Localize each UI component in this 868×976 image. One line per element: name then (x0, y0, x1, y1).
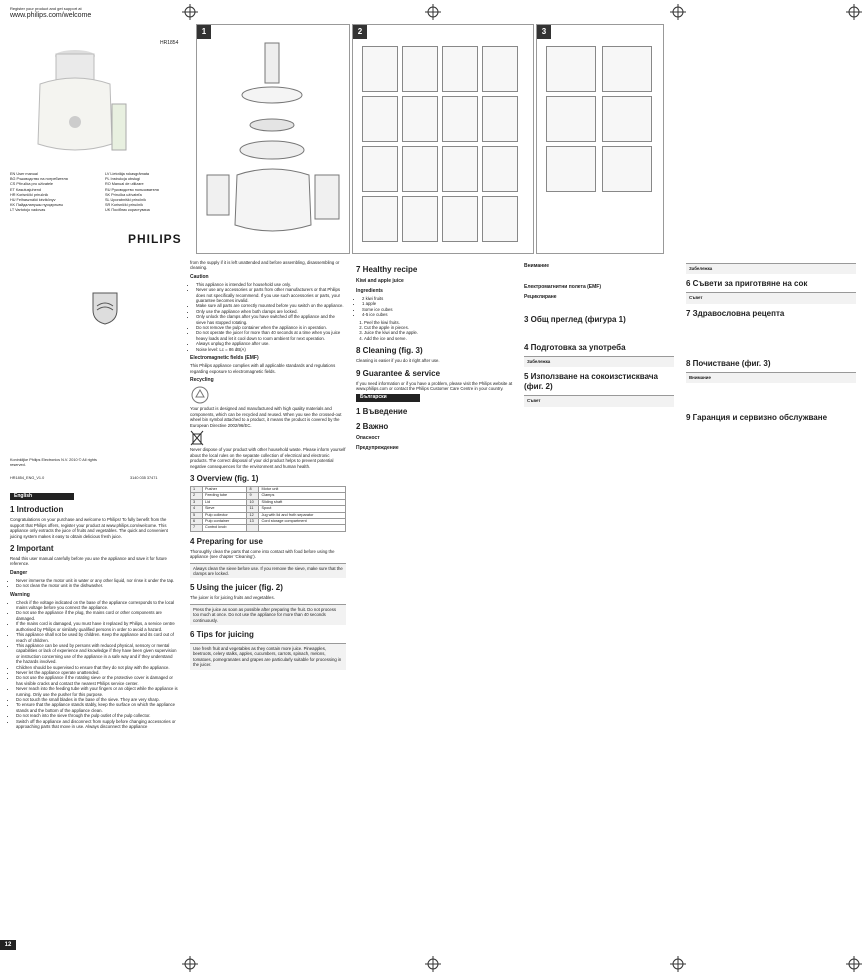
fig2-step (362, 196, 398, 242)
section-title: 3 Overview (fig. 1) (190, 473, 259, 483)
language-tab-bulgarian: Български (356, 394, 420, 402)
step-badge-1: 1 (197, 25, 211, 39)
ingredients-list: 2 kiwi fruits1 appleSome ice cubes4-5 ic… (356, 296, 516, 318)
danger-list: Never immerse the motor unit in water or… (10, 578, 178, 589)
note-box: Press the juice as soon as possible afte… (190, 603, 346, 626)
exploded-view-drawing (206, 42, 340, 232)
fig2-step (482, 96, 518, 142)
warning-list: Check if the voltage indicated on the ba… (10, 600, 178, 730)
fig2-step (402, 196, 438, 242)
section-title: 7 Healthy recipe (356, 265, 418, 274)
cover-header: Register your product and get support at… (10, 6, 190, 20)
fig2-step (402, 96, 438, 142)
page-number: 12 (0, 940, 16, 950)
register-line: Register your product and get support at (10, 6, 82, 11)
section-title: 7 Здравословна рецепта (686, 308, 785, 318)
note-box: Съвет (686, 292, 856, 304)
section-title: 4 Preparing for use (190, 536, 263, 546)
model-code: HR1854_ENG_V1.0 (10, 476, 45, 480)
crosshair-icon (846, 4, 862, 20)
note-box: Внимание (686, 371, 856, 384)
figure-1-frame (196, 24, 350, 254)
fig2-step (482, 196, 518, 242)
fig2-step (362, 146, 398, 192)
brand-logo: PHILIPS (128, 232, 182, 246)
fig2-step (442, 46, 478, 92)
fig2-step (482, 146, 518, 192)
fig2-step (442, 96, 478, 142)
section-title: 3 Общ преглед (фигура 1) (524, 315, 626, 324)
section-title: 5 Using the juicer (fig. 2) (190, 583, 283, 593)
philips-shield-icon (92, 292, 118, 325)
fig3-step (602, 146, 652, 192)
section-title: 5 Използване на сокоизстисквача (фиг. 2) (524, 372, 658, 392)
step-badge-2: 2 (353, 25, 367, 39)
recycle-icon (191, 386, 209, 404)
note-box: Забележка (524, 356, 674, 368)
section-title: 1 Introduction (10, 505, 64, 515)
section-title: 8 Почистване (фиг. 3) (686, 358, 771, 368)
fig2-step (402, 46, 438, 92)
fig3-step (602, 96, 652, 142)
fig3-step (602, 46, 652, 92)
section-title: 6 Tips for juicing (190, 630, 254, 640)
section-title: 2 Важно (356, 421, 389, 431)
welcome-url: www.philips.com/welcome (10, 12, 92, 20)
crosshair-icon (670, 956, 686, 972)
section-title: 1 Въведение (356, 406, 408, 416)
bulgarian-column-4: Внимание Електромагнитни полета (EMF) Ре… (524, 260, 674, 410)
crosshair-icon (182, 956, 198, 972)
fig2-step (442, 146, 478, 192)
fig3-step (546, 146, 596, 192)
crosshair-icon (425, 4, 441, 20)
section-title: 8 Cleaning (fig. 3) (356, 346, 423, 356)
fig3-step (546, 46, 596, 92)
product-photo (37, 50, 127, 151)
note-box: Use fresh fruit and vegetables as they c… (190, 643, 346, 670)
language-tab-english: English (10, 493, 74, 501)
section-title: 9 Гаранция и сервизно обслужване (686, 413, 828, 423)
crossed-bin-icon (190, 430, 204, 446)
crosshair-icon (670, 4, 686, 20)
caution-list: This appliance is intended for household… (190, 282, 346, 352)
section-title: 4 Подготовка за употреба (524, 343, 626, 352)
fig2-step (442, 196, 478, 242)
fig3-step (546, 96, 596, 142)
section-title: 6 Съвети за приготвяне на сок (686, 279, 808, 289)
english-column-1: English 1 Introduction Congratulations o… (10, 490, 178, 731)
recipe-steps: Peel the kiwi fruits.Cut the apple in pi… (356, 320, 516, 342)
barcode-number: 3140 035 37471 (130, 476, 158, 480)
bulgarian-column-5: Забележка 6 Съвети за приготвяне на сок … (686, 260, 856, 425)
english-column-3: 7 Healthy recipe Kiwi and apple juice In… (356, 260, 516, 453)
section-title: 9 Guarantee & service (356, 368, 441, 378)
fig2-step (362, 46, 398, 92)
fig2-step (362, 96, 398, 142)
model-number: HR1854 (160, 40, 179, 46)
crosshair-icon (182, 4, 198, 20)
note-box: Забележка (686, 263, 856, 275)
step-badge-3: 3 (537, 25, 551, 39)
note-box: Always clean the sieve before use. If yo… (190, 562, 346, 579)
english-column-2: from the supply if it is left unattended… (190, 260, 346, 673)
note-box: Съвет (524, 395, 674, 407)
section-title: 2 Important (10, 544, 54, 554)
crosshair-icon (846, 956, 862, 972)
fig2-step (482, 46, 518, 92)
fig2-step (402, 146, 438, 192)
crosshair-icon (425, 956, 441, 972)
company-address: Koninklijke Philips Electronics N.V. 201… (10, 458, 97, 468)
